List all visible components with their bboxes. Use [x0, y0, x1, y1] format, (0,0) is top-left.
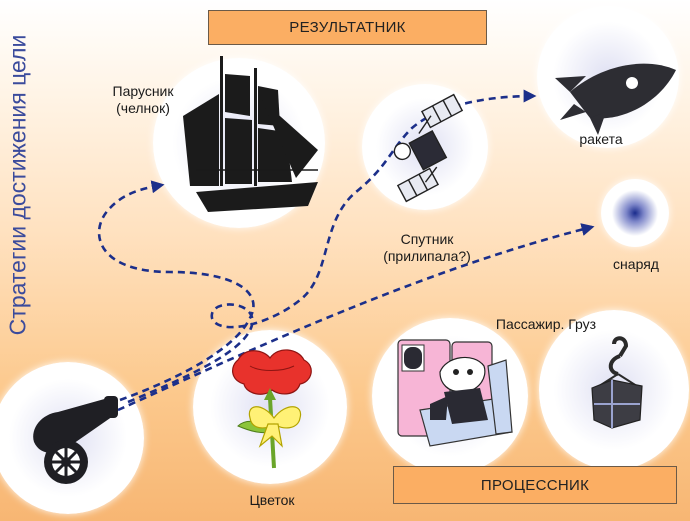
result-box: РЕЗУЛЬТАТНИК: [208, 10, 487, 45]
rocket-label-text: ракета: [579, 131, 623, 147]
process-box-label: ПРОЦЕССНИК: [480, 476, 590, 494]
rocket-icon: [555, 63, 676, 135]
process-box: ПРОЦЕССНИК: [393, 466, 677, 504]
satellite-icon: [393, 93, 464, 203]
flower-label-text: Цветок: [249, 492, 295, 508]
cargo-icon: [591, 336, 643, 429]
sailboat-icon: [183, 56, 318, 212]
passenger-icon: [397, 339, 513, 447]
rocket-label: ракета: [566, 131, 636, 148]
flower-label: Цветок: [232, 492, 312, 509]
path-to-sailboat: [97, 180, 255, 402]
sailboat-label-text: Парусник (челнок): [112, 83, 174, 116]
satellite-label: Спутник (прилипала?): [372, 214, 482, 265]
projectile-label: снаряд: [596, 256, 676, 273]
cargo-label: Пассажир. Груз: [476, 316, 616, 333]
sailboat-label: Парусник (челнок): [96, 66, 190, 117]
cannon-icon: [33, 396, 118, 484]
path-to-projectile: [117, 223, 595, 412]
projectile-circle: [601, 179, 669, 247]
result-box-label: РЕЗУЛЬТАТНИК: [289, 19, 406, 36]
satellite-label-text: Спутник (прилипала?): [383, 231, 471, 264]
projectile-label-text: снаряд: [613, 256, 659, 272]
cargo-label-text: Пассажир. Груз: [495, 316, 597, 332]
path-to-rocket: [127, 89, 537, 404]
flower-icon: [232, 349, 312, 469]
